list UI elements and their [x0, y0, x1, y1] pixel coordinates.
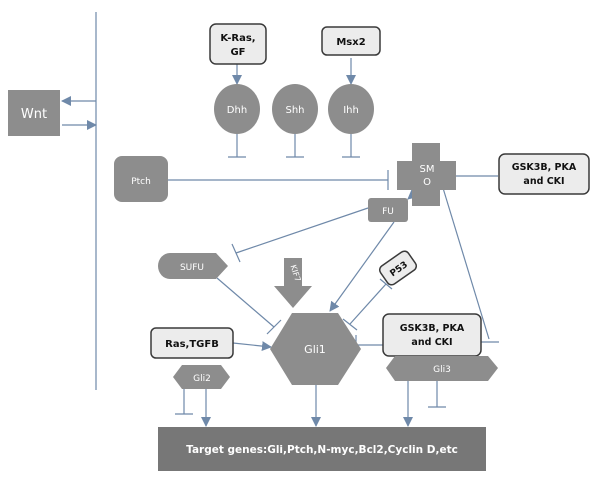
node-kif7: KIF7	[274, 258, 312, 308]
kras-gf-label-line2: GF	[230, 47, 245, 58]
node-gsk-pka-cki-top: GSK3B, PKA and CKI	[498, 153, 590, 195]
node-dhh: Dhh	[214, 84, 260, 134]
node-gli1: Gli1	[270, 313, 361, 385]
edge-fu-sufu-bar	[231, 243, 241, 263]
edge-sufu-gli1	[216, 277, 275, 328]
node-ras-tgfb: Ras,TGFB	[150, 327, 234, 359]
node-msx2: Msx2	[321, 26, 381, 56]
gsk-top-label-line2: and CKI	[523, 176, 564, 187]
target-genes-label: Target genes:Gli,Ptch,N-myc,Bcl2,Cyclin …	[186, 444, 458, 456]
gsk-bottom-label-line2: and CKI	[411, 337, 452, 348]
node-target-genes: Target genes:Gli,Ptch,N-myc,Bcl2,Cyclin …	[158, 427, 486, 471]
node-wnt: Wnt	[8, 90, 60, 136]
kras-gf-label-line1: K-Ras,	[220, 33, 255, 44]
edge-fu-gli1	[329, 221, 395, 312]
smo-label-line1: SM	[420, 164, 435, 175]
smo-label-line2: O	[423, 177, 431, 188]
gsk-bottom-label-line1: GSK3B, PKA	[400, 323, 465, 334]
ras-tgfb-label: Ras,TGFB	[165, 339, 219, 350]
shh-label: Shh	[285, 105, 304, 116]
node-ptch: Ptch	[114, 156, 168, 202]
dhh-label: Dhh	[227, 105, 247, 116]
edge-ras-gli1	[232, 341, 272, 352]
node-kras-gf: K-Ras, GF	[209, 23, 267, 65]
node-p53: P53	[378, 250, 418, 286]
wnt-label: Wnt	[21, 107, 47, 122]
edge-fu-sufu	[235, 207, 369, 254]
node-ihh: Ihh	[328, 84, 374, 134]
msx2-label: Msx2	[336, 37, 365, 48]
gli3-label: Gli3	[433, 365, 451, 375]
node-fu: FU	[368, 198, 408, 222]
node-gli2: Gli2	[173, 365, 230, 389]
node-smo: SM O	[397, 143, 456, 206]
gsk-top-label-line1: GSK3B, PKA	[512, 162, 577, 173]
edge-smo-gli3	[442, 187, 490, 340]
edge-p53-gli1-bar	[342, 318, 358, 331]
gli2-label: Gli2	[193, 374, 211, 384]
edge-p53-gli1-bar-a	[379, 278, 393, 290]
sufu-label: SUFU	[180, 263, 204, 273]
gli1-label: Gli1	[304, 343, 326, 356]
ihh-label: Ihh	[343, 105, 359, 116]
node-shh: Shh	[272, 84, 318, 134]
node-gsk-pka-cki-bottom: GSK3B, PKA and CKI	[382, 313, 482, 357]
ptch-label: Ptch	[131, 177, 151, 187]
edges	[61, 12, 499, 427]
node-gli3: Gli3	[386, 356, 498, 381]
fu-label: FU	[382, 207, 394, 217]
edge-sufu-gli1-bar	[266, 319, 282, 335]
edge-p53-gli1	[349, 283, 387, 325]
node-sufu: SUFU	[158, 253, 228, 279]
